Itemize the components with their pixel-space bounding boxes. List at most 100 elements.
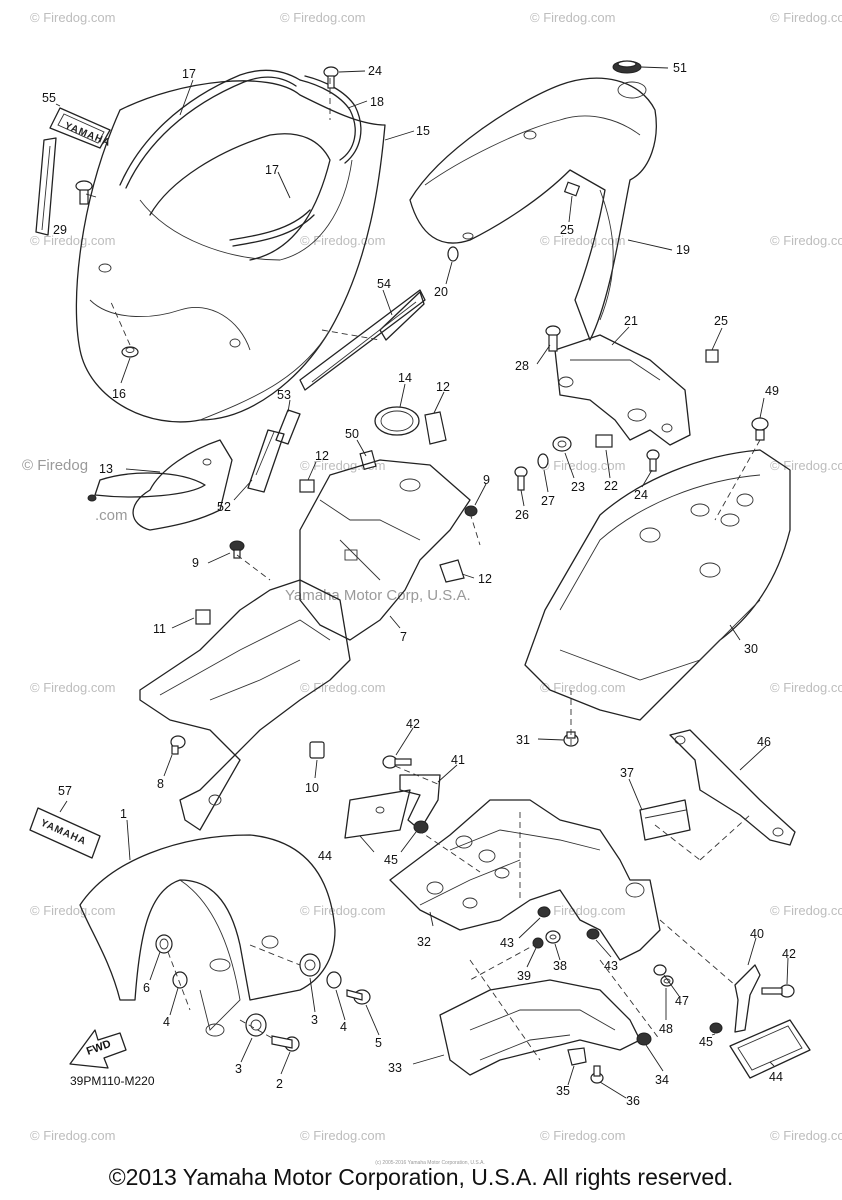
part-43-nut[interactable] <box>537 906 551 918</box>
callout: 3 <box>311 1013 318 1027</box>
part-29-bolt[interactable] <box>75 180 93 205</box>
lower-tray[interactable] <box>139 579 351 831</box>
part-2-bolt[interactable] <box>271 1035 300 1052</box>
watermark: © Firedog.com <box>30 233 115 248</box>
part-46-bracket[interactable] <box>669 729 796 846</box>
part-6-collar[interactable] <box>155 934 173 954</box>
callout: 49 <box>765 384 779 398</box>
callout: 32 <box>417 935 431 949</box>
part-11-clip[interactable] <box>195 609 211 625</box>
callout: 55 <box>42 91 56 105</box>
part-44-reflector[interactable] <box>729 1019 811 1079</box>
part-36-screw[interactable] <box>590 1065 604 1084</box>
part-23-collar[interactable] <box>552 436 572 452</box>
callout: 35 <box>556 1084 570 1098</box>
part-22-clip[interactable] <box>595 434 613 448</box>
part-32-rear-fender[interactable] <box>389 799 661 961</box>
part-44-reflector[interactable] <box>344 789 411 839</box>
callout: 9 <box>483 473 490 487</box>
part-24-screw[interactable] <box>646 449 660 472</box>
part-43-nut[interactable] <box>586 928 600 940</box>
callout: 28 <box>515 359 529 373</box>
part-49-screw[interactable] <box>751 417 769 441</box>
part-3-damper[interactable] <box>245 1013 267 1037</box>
callout: 45 <box>384 853 398 867</box>
part-26-bolt[interactable] <box>514 466 528 491</box>
part-10-damper[interactable] <box>309 741 325 759</box>
part-9-bolt[interactable] <box>464 505 478 517</box>
part-51-cap[interactable] <box>612 60 642 74</box>
callout: 51 <box>673 61 687 75</box>
part-55-decal[interactable]: YAMAHA <box>35 107 112 236</box>
callout: 54 <box>377 277 391 291</box>
callout: 4 <box>340 1020 347 1034</box>
part-28-bolt[interactable] <box>545 325 561 352</box>
part-57-decal[interactable]: YAMAHA <box>29 807 101 859</box>
decal-logo: YAMAHA <box>39 818 88 848</box>
part-38-washer[interactable] <box>545 930 561 944</box>
part-4-washer[interactable] <box>172 971 188 989</box>
part-5-bolt[interactable] <box>346 989 371 1005</box>
part-47-washer[interactable] <box>653 964 667 976</box>
part-40-bracket[interactable] <box>734 964 761 1033</box>
watermark: © Firedog.com <box>300 1128 385 1143</box>
part-35-clip[interactable] <box>567 1047 587 1066</box>
part-21-bracket[interactable] <box>554 334 691 446</box>
part-1-front-fender[interactable] <box>79 834 336 1037</box>
part-20-nut[interactable] <box>447 246 459 262</box>
part-15-seat-cowl[interactable] <box>75 80 386 423</box>
part-12-clip[interactable] <box>439 559 465 583</box>
watermark: © Firedog.com <box>540 233 625 248</box>
part-24-screw[interactable] <box>323 66 339 89</box>
callout: 21 <box>624 314 638 328</box>
watermark: © Firedog.com <box>540 458 625 473</box>
callout: 42 <box>406 717 420 731</box>
part-9-bolt[interactable] <box>229 540 245 559</box>
leader-lines <box>55 66 789 1099</box>
part-18-trim-strip[interactable] <box>299 75 362 164</box>
callout: 17 <box>182 67 196 81</box>
part-30-undertray[interactable] <box>524 449 791 721</box>
part-8-bolt[interactable] <box>170 735 186 755</box>
callout: 19 <box>676 243 690 257</box>
watermark: © Firedog.com <box>530 10 615 25</box>
watermark: © Firedog.com <box>540 1128 625 1143</box>
part-45-nut[interactable] <box>709 1022 723 1034</box>
part-25-clip[interactable] <box>563 181 581 197</box>
part-19-rear-frame[interactable] <box>409 77 657 341</box>
callout: 11 <box>153 622 166 636</box>
part-53-pad[interactable] <box>275 409 301 445</box>
callout: 37 <box>620 766 634 780</box>
part-45-nut[interactable] <box>413 820 429 834</box>
part-13-band[interactable] <box>87 439 233 531</box>
part-33-lower-fender[interactable] <box>439 979 641 1076</box>
part-3-damper[interactable] <box>299 953 321 977</box>
watermark-layer: © Firedog.com © Firedog.com © Firedog.co… <box>22 10 842 1143</box>
part-17-trim[interactable] <box>119 69 331 261</box>
part-14-ring[interactable] <box>374 406 420 436</box>
part-7-inner-fender[interactable] <box>299 459 471 641</box>
part-4-washer[interactable] <box>326 971 342 989</box>
callout: 40 <box>750 927 764 941</box>
part-34-nut[interactable] <box>636 1032 652 1046</box>
watermark: © Firedog.com <box>300 680 385 695</box>
part-12-clip[interactable] <box>424 411 447 445</box>
watermark-large: © Firedog <box>22 457 88 474</box>
callout: 6 <box>143 981 150 995</box>
callout: 17 <box>265 163 279 177</box>
part-12-clip[interactable] <box>299 479 315 493</box>
callout: 45 <box>699 1035 713 1049</box>
part-16-grommet[interactable] <box>121 346 139 358</box>
part-27-washer[interactable] <box>537 453 549 469</box>
part-52-pad[interactable] <box>247 429 285 493</box>
callout: 47 <box>675 994 689 1008</box>
part-54-decal[interactable] <box>299 289 426 391</box>
callout: 53 <box>277 388 291 402</box>
part-42-bolt[interactable] <box>382 755 412 769</box>
callout: 10 <box>305 781 319 795</box>
part-25-clip[interactable] <box>705 349 719 363</box>
part-42-bolt[interactable] <box>761 984 795 998</box>
part-37-plate[interactable] <box>639 799 691 841</box>
callout: 48 <box>659 1022 673 1036</box>
